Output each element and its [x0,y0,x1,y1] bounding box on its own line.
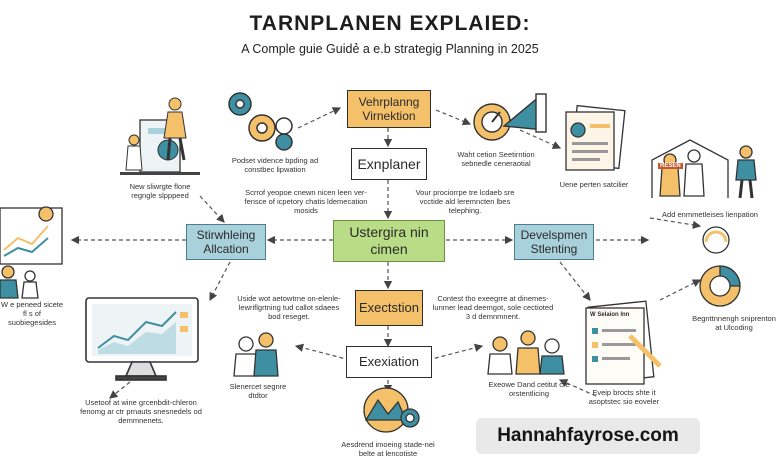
caption-collab: Exeowe Dand cetitut cre orstentlicing [488,380,570,398]
caption-worker: New sliwrgte flone regngle slpppeed [129,182,191,200]
left-allocation-box: Stirwhleing Allcation [186,224,266,260]
caption-gauge: Begnttnnengh sniprenton at Ulcoding [692,314,776,332]
caption-people-right: Add enmmetleises lienpation [662,210,758,219]
caption-monitor: Usetoof at wine grcenbdit-chleron fenomg… [80,398,202,425]
arrow-exex-collab [427,343,484,361]
exexiation-box: Exexiation [346,346,432,378]
checklist-icon [585,300,662,385]
page-title: TARNPLANEN EXPLAIED: [249,12,531,35]
document-stack-icon [565,104,626,171]
top-process-box: Vehrplanng Virnektion [347,90,431,128]
caption-right-text: Vour prociorrpe tre lcdaeb sre vcctide a… [415,188,515,215]
arrow-gears-top [297,107,342,129]
monitor-chart-icon [85,297,199,381]
caption-bottom: Aesdrend imoeing stade-nei belte at lenc… [341,440,435,458]
caption-gears: Podset vidence bpding ad constbec lipwat… [231,156,319,174]
caption-checklist: Eveip brocts shte it asoptstec sio eovel… [588,388,660,406]
arrow-monitor-caption [109,381,131,399]
arrow-exex-people [294,343,351,361]
arrow-top-megaphone [435,109,472,126]
people-group-icon [651,139,757,199]
caption-chart-left: W e peneed sicete fl s of suobiegesides [0,300,64,327]
caption-people-mid: Slenercet segnre dtdtor [229,382,287,400]
caption-center-right: Contest tho exeegrre at dinemes-lunmer l… [432,294,554,321]
mountain-gauge-icon [363,387,420,433]
right-development-box: Develspmen Stlenting [514,224,594,260]
worker-icon [120,97,200,175]
center-hub-box: Ustergira nin cimen [333,220,445,262]
explainer-box: Exnplaner [351,148,427,180]
arrow-megaphone-docs [519,129,562,149]
watermark: Hannahfayrose.com [476,418,700,454]
people-pair-icon [233,332,279,377]
page-subtitle: A Comple guie Guidẻ a e.b strategig Plan… [241,42,539,56]
gear-icon [228,92,293,151]
caption-center-left: Uside wot aetowtrne on-elenle-lewriflgrt… [237,294,341,321]
caption-left-text: Scrrof yeopoe cnewn nicen leen ver-fensc… [244,188,368,215]
caption-megaphone: Waht cetion Seetirntion sebnedle cenerao… [457,150,535,168]
sign-label: RESEN [658,163,683,169]
arrow-worker-left [199,195,225,223]
bar-chart-icon [0,206,63,299]
caption-documents: Uene perten satcilier [559,180,629,189]
arrow-docs-gauge [649,217,702,230]
checklist-header: W Selaion lnn [590,312,630,318]
arrow-left-monitor [209,261,231,302]
execution-box: Exectstion [355,290,423,326]
megaphone-icon [473,93,547,141]
arrow-right-checklist [559,261,591,301]
gauge-icon [699,226,741,307]
arrow-checklist-gauge [659,279,702,301]
collaboration-icon [487,330,565,375]
